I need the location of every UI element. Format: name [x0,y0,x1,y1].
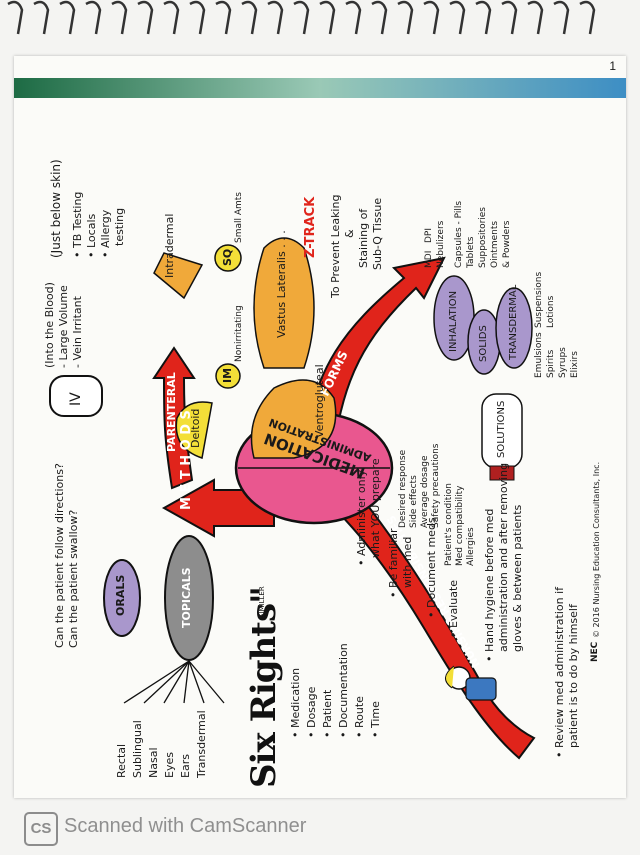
page-number: 1 [609,59,616,73]
camscanner-logo: CS [24,812,58,846]
nurse-figure [445,665,497,701]
ztrack-label: Z-TRACK [303,196,318,258]
iv-line-3: - Vein Irritant [71,296,84,368]
publisher-mark: NEC [590,641,600,662]
solids-item-2: Tablets [466,236,476,269]
deltoid-shape [175,401,213,459]
review-2: patient is to do by himself [567,604,580,748]
site-ventrogluteal: Ventrogluteal [313,364,326,438]
sq-note: Small Amts [234,192,244,243]
review-1: • Review med administration if [553,586,566,758]
inhalation-mdi: MDI [424,250,434,268]
right-route: • Route [353,696,366,738]
solutions-label: SOLUTIONS [496,400,507,458]
right-patient: • Patient [321,689,334,738]
solids-item-5: & Powders [502,220,512,269]
document-meds: • Document meds [425,517,438,618]
topicals-lines [123,660,225,704]
orals-oval [103,559,141,637]
iv-label: IV [68,392,84,406]
evaluate-label: • Evaluate [447,579,460,638]
familiar-item-2: Side effects [409,475,419,528]
solutions-item-3: Syrups [558,347,568,378]
iv-bag [49,375,103,417]
im-note: Nonirritating [234,305,244,362]
mind-map-drawing [49,237,536,760]
sq-badge [214,244,242,272]
familiar-with: with med [401,536,414,588]
ztrack-line-4: Sub-Q Tissue [371,197,384,270]
right-time: • Time [369,701,382,738]
evaluate-item-3: Allergies [466,527,476,566]
solids-item-4: Ointments [490,220,500,268]
topical-sublingual: Sublingual [131,720,144,778]
site-deltoid: Deltoid [189,408,202,448]
orals-question-1: Can the patient follow directions? [53,463,66,648]
topical-transdermal: Transdermal [195,710,208,778]
topical-rectal: Rectal [115,743,128,778]
spiral-binding [7,0,596,35]
topicals-tube [164,535,214,661]
inhalation-label: INHALATION [448,290,459,352]
administer-1: • Administer only [355,469,368,566]
solids-label: SOLIDS [478,325,489,362]
intradermal-note: (Just below skin) [49,159,63,258]
topical-ears: Ears [179,754,192,778]
parenteral-label: PARENTERAL [165,372,178,452]
inhalation-dpi: DPI [424,227,434,243]
notebook-page: 1 [14,56,626,798]
familiar-label: • Be familiar [387,528,400,598]
copyright: © 2016 Nursing Education Consultants, In… [592,461,601,638]
iv-line-2: - Large Volume [57,285,70,368]
glove-shape [153,252,204,300]
solids-item-1: Capsules - Pills [454,200,464,268]
solutions-item-5: Suspensions [534,271,544,328]
solutions-item-2: Spirits [546,349,556,378]
im-label: IM [221,367,234,383]
right-medication: • Medication [289,667,302,738]
hygiene-1: • Hand hygiene before med [483,508,496,662]
intradermal-item-4: testing [113,207,126,246]
iv-line-1: (Into the Blood) [43,282,56,368]
im-badge [215,363,241,389]
topical-eyes: Eyes [163,752,176,778]
orals-question-2: Can the patient swallow? [67,509,80,648]
hygiene-3: gloves & between patients [511,504,524,652]
header-band [14,78,626,98]
orals-label: ORALS [114,574,127,616]
transdermal-label: TRANSDERMAL [508,284,519,360]
evaluate-item-2: Med compatibility [455,485,465,566]
topicals-label: TOPICALS [180,567,193,628]
mind-map-rotated: M E T H O D S MEDICATION ADMINISTRATION … [14,98,626,798]
ztrack-line-3: Staining of [357,208,370,268]
intradermal-item-2: • Locals [85,213,98,258]
camscanner-watermark: Scanned with CamScanner [64,815,307,837]
solutions-item-6: Lotions [546,295,556,328]
sq-label: SQ [221,248,234,266]
intradermal-label: Intradermal [163,213,176,278]
intradermal-item-3: • Allergy [99,209,112,258]
familiar-item-1: Desired response [398,449,408,528]
signature: SJMILLER [258,586,266,618]
ventrogluteal-shape [250,379,337,459]
right-dosage: • Dosage [305,686,318,738]
hygiene-2: administration and after removing [497,462,510,652]
evaluate-item-1: Patient's condition [444,483,454,566]
solutions-item-4: Elixirs [570,351,580,378]
mind-map: M E T H O D S MEDICATION ADMINISTRATION … [14,98,626,798]
topical-nasal: Nasal [147,747,160,779]
ztrack-line-2: & [343,229,356,238]
solutions-item-1: Emulsions [534,332,544,378]
inhalation-neb: Nebulizers [436,220,446,268]
forms-arrow [302,256,446,449]
familiar-item-4: Safety precautions [431,443,441,529]
right-documentation: • Documentation [337,643,350,738]
administer-2: what YOU prepare [369,458,382,558]
site-vastus: Vastus Lateralis . . . [275,230,288,338]
intradermal-item-1: • TB Testing [71,191,84,258]
ztrack-line-1: To Prevent Leaking [329,194,342,298]
solids-item-3: Suppositories [478,206,488,268]
transdermal-oval [495,287,533,369]
vastus-shape [253,237,315,369]
